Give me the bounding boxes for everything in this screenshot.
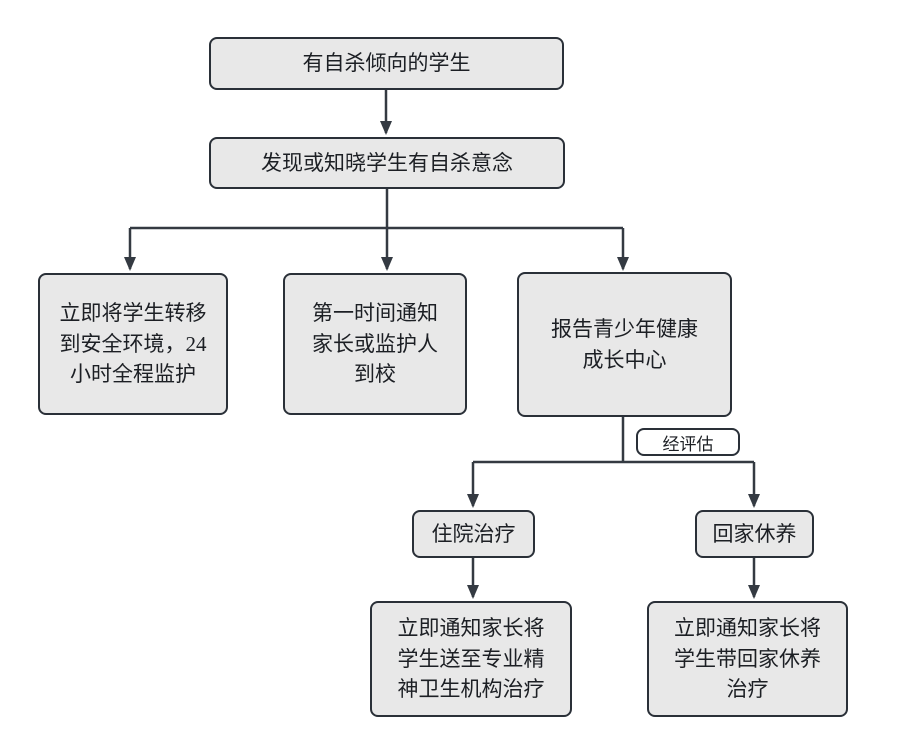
node-home-rest-detail: 立即通知家长将 学生带回家休养 治疗: [647, 601, 848, 717]
node-suicidal-student: 有自杀倾向的学生: [209, 37, 564, 90]
node-home-rest: 回家休养: [695, 510, 814, 558]
node-detect-ideation: 发现或知晓学生有自杀意念: [209, 137, 565, 189]
node-report-health-center: 报告青少年健康 成长中心: [517, 272, 732, 417]
edge-label-evaluation: 经评估: [636, 428, 740, 456]
node-hospitalization-detail: 立即通知家长将 学生送至专业精 神卫生机构治疗: [370, 601, 572, 717]
node-transfer-safe-environment: 立即将学生转移 到安全环境，24 小时全程监护: [38, 273, 228, 415]
node-hospitalization: 住院治疗: [412, 510, 535, 558]
node-notify-parents: 第一时间通知 家长或监护人 到校: [283, 273, 467, 415]
